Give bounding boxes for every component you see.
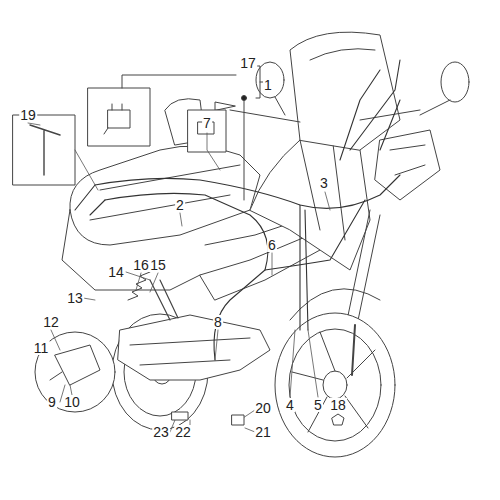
callout-number: 11 (33, 341, 50, 355)
inset-frames (13, 88, 226, 412)
callout-number: 4 (285, 398, 295, 412)
leader-lines (28, 123, 330, 432)
front-wheel (275, 313, 395, 457)
callout-number: 23 (152, 425, 170, 439)
callout-number: 17 (239, 56, 257, 70)
callout-number: 5 (313, 398, 323, 412)
callout-number: 3 (319, 176, 329, 190)
callout-number: 13 (66, 291, 84, 305)
callout-number: 2 (175, 198, 185, 212)
callout-number: 18 (329, 398, 347, 412)
callout-number: 14 (107, 265, 125, 279)
callout-number: 8 (213, 315, 223, 329)
callout-number: 10 (63, 395, 81, 409)
callout-number: 15 (149, 258, 167, 272)
callout-number: 9 (47, 395, 57, 409)
callout-bracket (122, 66, 263, 200)
callout-number: 7 (202, 116, 212, 130)
callout-number: 12 (42, 315, 60, 329)
callout-number: 20 (254, 401, 272, 415)
wiring-harness (75, 60, 400, 360)
callout-number: 22 (174, 425, 192, 439)
callout-number: 6 (267, 238, 277, 252)
callout-number: 19 (19, 108, 37, 122)
callout-number: 16 (132, 258, 150, 272)
callout-number: 21 (254, 425, 272, 439)
callout-number: 1 (263, 78, 273, 92)
